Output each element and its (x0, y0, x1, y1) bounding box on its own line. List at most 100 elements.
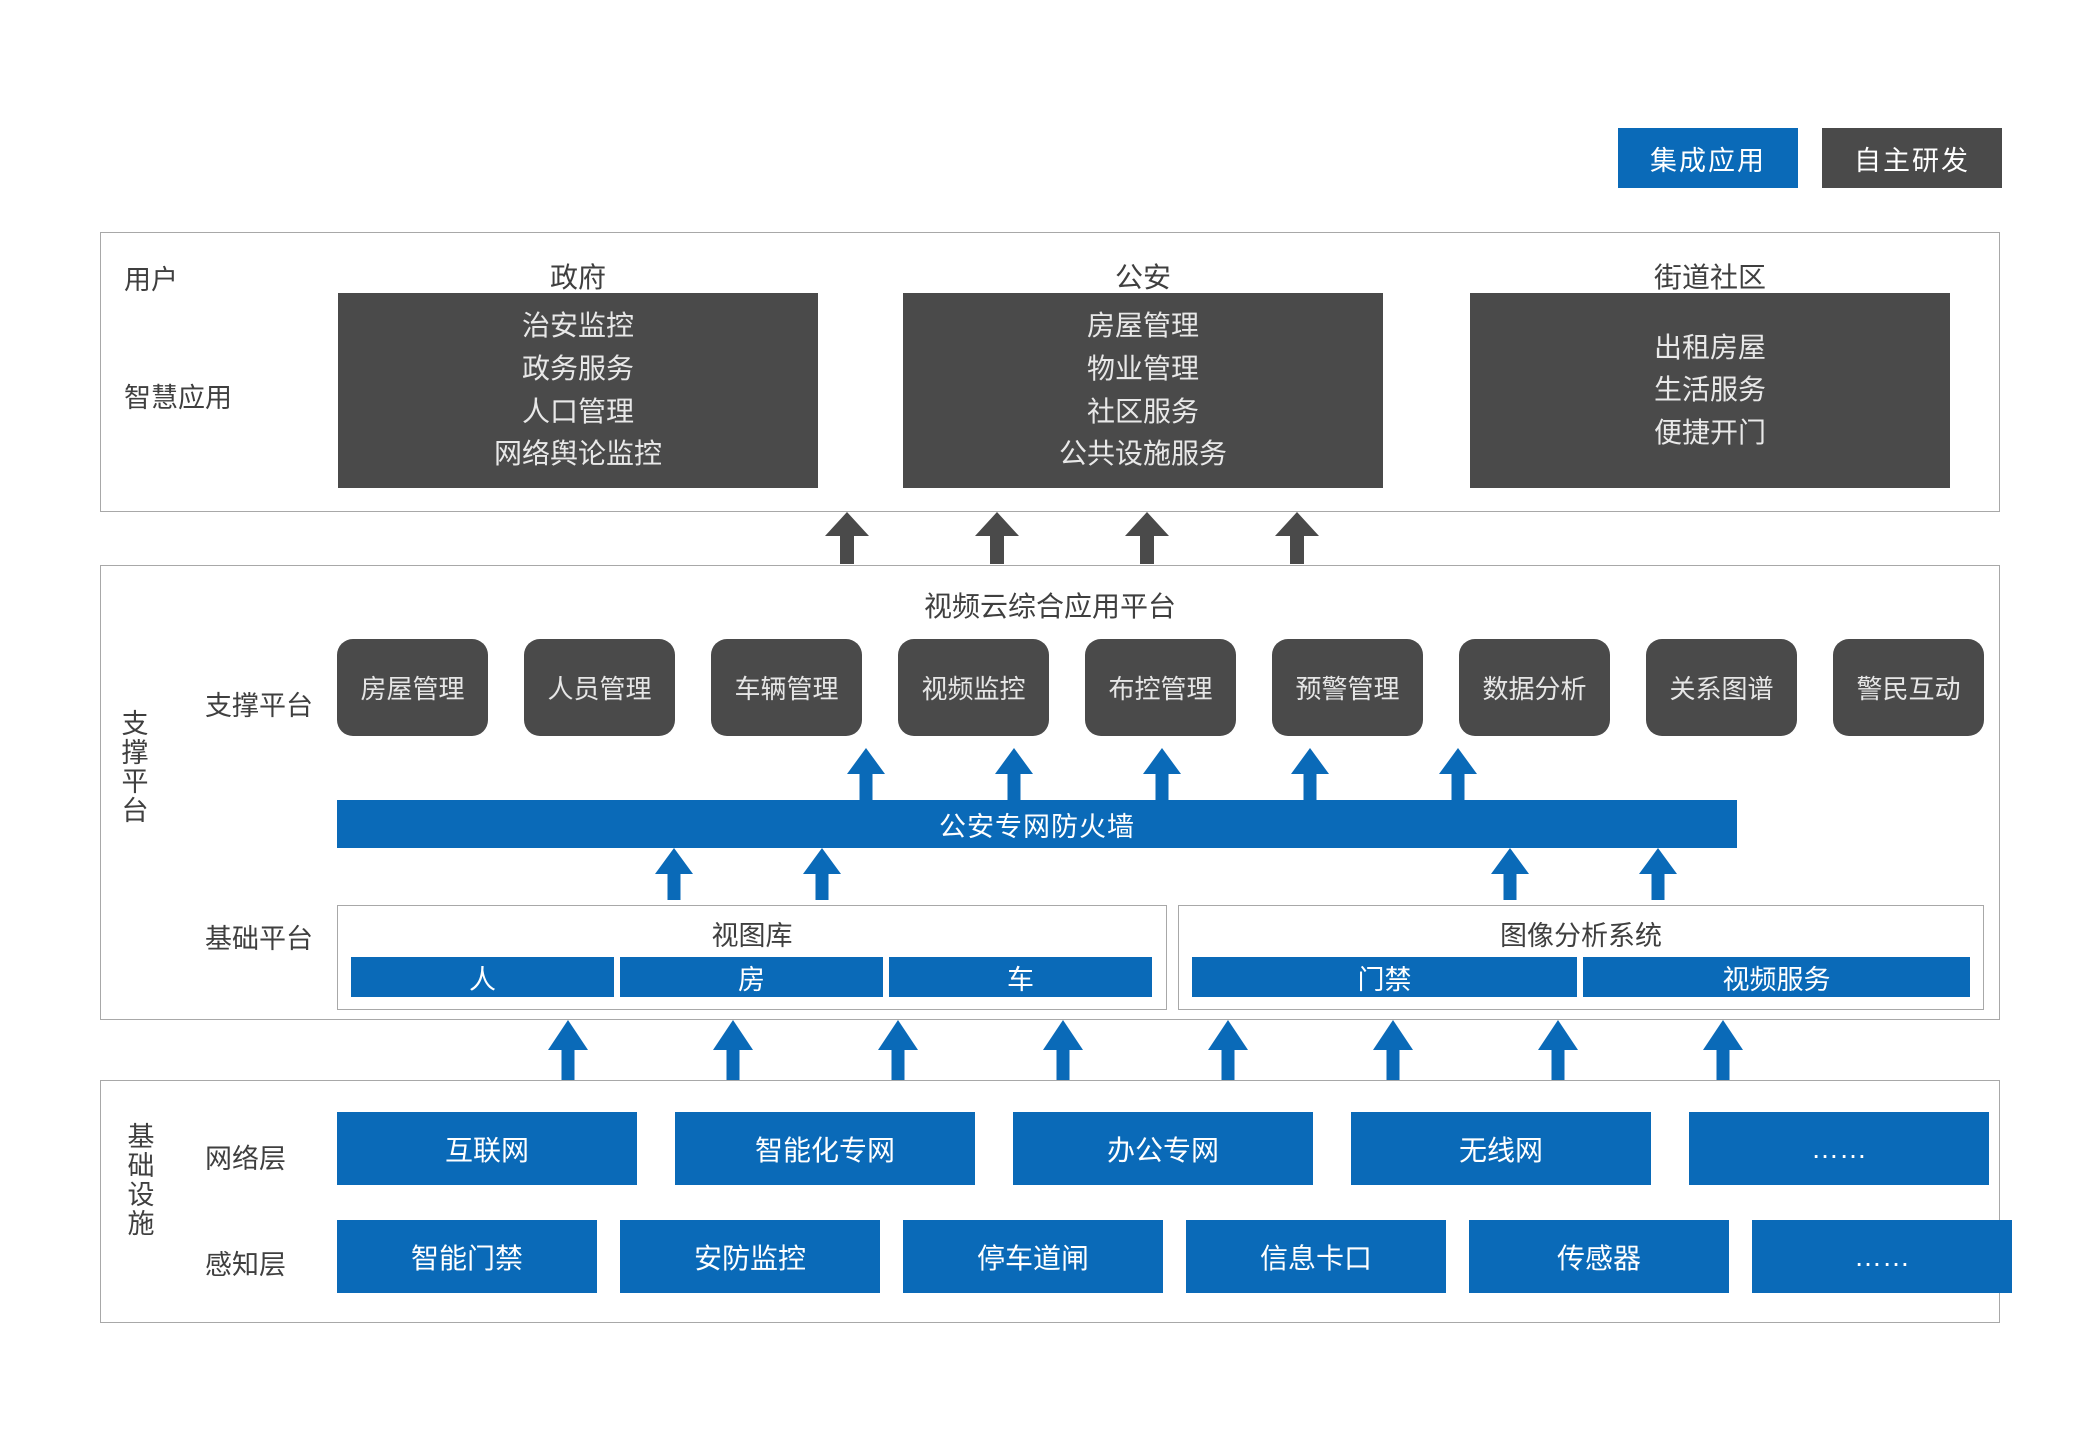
tile-label: 警民互动 (1856, 674, 1961, 704)
firewall-label: 公安专网防火墙 (939, 811, 1135, 842)
label-support-platform-vertical: 支撑平台 (118, 709, 152, 827)
arrow-up-icon (1373, 1020, 1413, 1085)
platform-title: 视频云综合应用平台 (923, 591, 1176, 622)
group-title: 图像分析系统 (1500, 921, 1662, 951)
arrow-up-icon (713, 1020, 753, 1085)
infra-network-office-private[interactable]: 办公专网 (1013, 1112, 1313, 1185)
infra-sensing-security-surveillance[interactable]: 安防监控 (620, 1220, 880, 1293)
infra-sensing-more[interactable]: …… (1752, 1220, 2012, 1293)
label-text: 支撑平台 (121, 709, 149, 827)
tile-label: 车辆管理 (734, 674, 839, 704)
tile-label: 视频监控 (921, 674, 1026, 704)
legend-label: 集成应用 (1650, 145, 1766, 176)
arrow-up-icon (548, 1020, 588, 1085)
app-item: 出租房屋 (1653, 331, 1766, 363)
arrow-up-icon (1439, 748, 1477, 800)
arrow-up-icon (975, 512, 1019, 564)
infra-label: 智能门禁 (410, 1242, 523, 1274)
app-card-street-community: 出租房屋 生活服务 便捷开门 (1470, 293, 1950, 488)
app-item: 便捷开门 (1653, 416, 1766, 448)
tile-label: 预警管理 (1295, 674, 1400, 704)
label-base-platform-row: 基础平台 (205, 924, 313, 954)
arrow-up-icon (1538, 1020, 1578, 1085)
label-users: 用户 (124, 265, 178, 295)
label-smart-applications: 智慧应用 (124, 383, 232, 413)
base-item-house[interactable]: 房 (620, 957, 883, 997)
arrow-up-icon (1275, 512, 1319, 564)
tile-label: 关系图谱 (1669, 674, 1774, 704)
base-item-video-service[interactable]: 视频服务 (1583, 957, 1970, 997)
infra-sensing-information-checkpoint[interactable]: 信息卡口 (1186, 1220, 1446, 1293)
support-tile-video-surveillance[interactable]: 视频监控 (898, 639, 1049, 736)
label-network-layer: 网络层 (205, 1144, 286, 1174)
infra-sensing-sensor[interactable]: 传感器 (1469, 1220, 1729, 1293)
base-item-label: 车 (1007, 964, 1034, 995)
label-infrastructure-vertical: 基础设施 (124, 1122, 158, 1240)
tile-label: 布控管理 (1108, 674, 1213, 704)
infra-label: 安防监控 (693, 1242, 806, 1274)
label-support-platform-row: 支撑平台 (205, 691, 313, 721)
infra-label: 传感器 (1556, 1242, 1641, 1274)
app-item: 治安监控 (521, 310, 634, 342)
support-tile-relationship-graph[interactable]: 关系图谱 (1646, 639, 1797, 736)
infra-label: 停车道闸 (976, 1242, 1089, 1274)
base-item-label: 视频服务 (1722, 964, 1831, 995)
arrow-up-icon (825, 512, 869, 564)
infra-label: 智能化专网 (754, 1134, 895, 1166)
legend-label: 自主研发 (1854, 145, 1970, 176)
tile-label: 数据分析 (1482, 674, 1587, 704)
app-item: 网络舆论监控 (493, 438, 662, 470)
infra-label: 互联网 (444, 1134, 529, 1166)
app-item: 生活服务 (1653, 374, 1766, 406)
infra-network-wireless[interactable]: 无线网 (1351, 1112, 1651, 1185)
arrow-up-icon (995, 748, 1033, 800)
support-tile-personnel-management[interactable]: 人员管理 (524, 639, 675, 736)
support-tile-vehicle-management[interactable]: 车辆管理 (711, 639, 862, 736)
infra-label: 办公专网 (1106, 1134, 1219, 1166)
arrow-up-icon (1703, 1020, 1743, 1085)
firewall-bar: 公安专网防火墙 (337, 800, 1737, 848)
support-tile-police-citizen-interaction[interactable]: 警民互动 (1833, 639, 1984, 736)
base-item-vehicle[interactable]: 车 (889, 957, 1152, 997)
infra-sensing-smart-access-control[interactable]: 智能门禁 (337, 1220, 597, 1293)
legend-item-integrated-application: 集成应用 (1618, 128, 1798, 188)
base-item-label: 门禁 (1357, 964, 1412, 995)
support-tile-house-management[interactable]: 房屋管理 (337, 639, 488, 736)
app-item: 公共设施服务 (1058, 438, 1227, 470)
group-title: 视图库 (711, 921, 793, 951)
infra-label: …… (1854, 1240, 1910, 1272)
infra-sensing-parking-barrier[interactable]: 停车道闸 (903, 1220, 1163, 1293)
app-item: 社区服务 (1086, 395, 1199, 427)
app-column-title-street-community: 街道社区 (1653, 262, 1766, 293)
arrow-up-icon (878, 1020, 918, 1085)
base-item-label: 房 (738, 964, 765, 995)
label-sensing-layer: 感知层 (205, 1250, 286, 1280)
base-item-person[interactable]: 人 (351, 957, 614, 997)
infra-label: …… (1811, 1132, 1867, 1164)
infra-network-more[interactable]: …… (1689, 1112, 1989, 1185)
app-item: 物业管理 (1086, 352, 1199, 384)
arrow-up-icon (1143, 748, 1181, 800)
app-item: 房屋管理 (1086, 310, 1199, 342)
arrow-up-icon (1639, 848, 1677, 900)
support-tile-early-warning[interactable]: 预警管理 (1272, 639, 1423, 736)
arrow-up-icon (1125, 512, 1169, 564)
arrow-up-icon (1491, 848, 1529, 900)
tile-label: 人员管理 (547, 674, 652, 704)
app-item: 人口管理 (521, 395, 634, 427)
base-item-label: 人 (469, 964, 496, 995)
support-tile-deployment-control[interactable]: 布控管理 (1085, 639, 1236, 736)
tile-label: 房屋管理 (360, 674, 465, 704)
infra-network-intelligent-private[interactable]: 智能化专网 (675, 1112, 975, 1185)
infra-label: 信息卡口 (1259, 1242, 1372, 1274)
app-card-public-security: 房屋管理 物业管理 社区服务 公共设施服务 (903, 293, 1383, 488)
app-column-title-public-security: 公安 (1114, 262, 1171, 293)
app-column-title-government: 政府 (549, 262, 606, 293)
arrow-up-icon (1291, 748, 1329, 800)
arrow-up-icon (655, 848, 693, 900)
support-tile-data-analysis[interactable]: 数据分析 (1459, 639, 1610, 736)
arrow-up-icon (803, 848, 841, 900)
base-item-access-control[interactable]: 门禁 (1192, 957, 1577, 997)
infra-network-internet[interactable]: 互联网 (337, 1112, 637, 1185)
